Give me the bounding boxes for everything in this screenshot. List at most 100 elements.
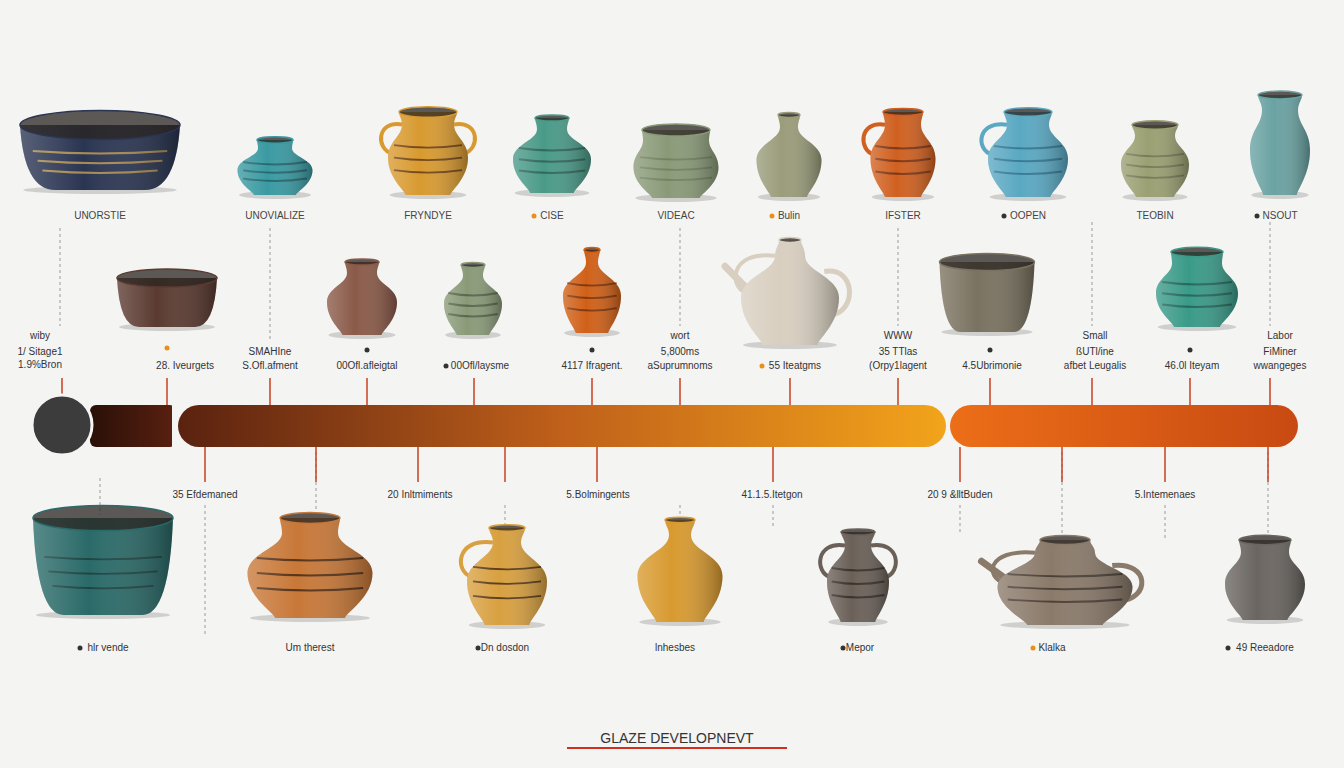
pot-rim (642, 124, 710, 136)
timeline-label: Mepor (846, 642, 874, 654)
pot-shading (238, 140, 313, 195)
pot-body (634, 130, 719, 198)
pot-rim (489, 525, 525, 531)
pot-body (1121, 125, 1189, 197)
timeline-label: UNORSTIE (74, 210, 126, 222)
pot-rim (1171, 247, 1223, 256)
pot-rim (940, 253, 1035, 270)
pot-shading (388, 112, 468, 195)
timeline-label: 20 Inltmiments (387, 489, 452, 501)
timeline-label: FRYNDYE (404, 210, 452, 222)
timeline-label: 00Ofl.afleigtal (336, 360, 397, 372)
pot-body (988, 112, 1068, 197)
pot-rim (778, 113, 800, 118)
leader-line (680, 505, 681, 515)
timeline-label: 28. Iveurgets (156, 360, 214, 372)
pot-rim (1004, 108, 1052, 117)
tick-mark (473, 378, 475, 405)
tick-mark (1269, 378, 1271, 405)
bullet-dot (1031, 646, 1036, 651)
pot-body (940, 262, 1035, 332)
timeline-label: UNOVIALIZE (245, 210, 304, 222)
timeline-label: aSuprumnoms (647, 360, 712, 372)
pot-body (1225, 540, 1305, 620)
timeline-label: 1.9%Bron (18, 359, 62, 371)
tick-mark (989, 378, 991, 405)
tick-mark (315, 447, 317, 482)
tick-mark (204, 447, 206, 482)
pot-rim (257, 137, 293, 143)
timeline-label: wiby (30, 330, 50, 342)
pot-body (1156, 252, 1238, 327)
tick-mark (959, 447, 961, 482)
pot-body (388, 112, 468, 195)
pot-body (33, 518, 173, 615)
timeline-label: CISE (540, 210, 563, 222)
pot-shading (871, 112, 936, 197)
pot-shading (638, 520, 723, 622)
pot-body (444, 265, 502, 335)
timeline-label: 41.1.5.Itetgon (741, 489, 802, 501)
timeline-label: 35 Efdemaned (172, 489, 237, 501)
pot-body (1250, 95, 1310, 195)
pot-body (871, 112, 936, 197)
bullet-dot (532, 214, 537, 219)
timeline-label: 20 9 &lltBuden (927, 489, 992, 501)
leader-line (773, 505, 774, 528)
pot-rim (883, 108, 923, 115)
pot-shading (327, 262, 397, 335)
timeline-label: wwangeges (1254, 360, 1307, 372)
timeline-label: (Orpy1lagent (869, 360, 927, 372)
bullet-dot (1188, 348, 1193, 353)
timeline-label: 5,800ms (661, 346, 699, 358)
bar-segment (178, 405, 946, 447)
pot-body (327, 262, 397, 335)
pot-rim (665, 517, 695, 522)
tick-mark (897, 378, 899, 405)
bar-gap (172, 403, 178, 449)
timeline-label: TEOBIN (1136, 210, 1173, 222)
tick-mark (1164, 447, 1166, 482)
pot-body (827, 532, 889, 622)
timeline-label: Labor (1267, 330, 1293, 342)
pot-shading (1121, 125, 1189, 197)
timeline-label: 5.Bolmingents (566, 489, 629, 501)
bullet-dot (590, 348, 595, 353)
timeline-label: 49 Reeadore (1236, 642, 1294, 654)
tick-mark (591, 378, 593, 405)
pot-body (238, 140, 313, 195)
pot-rim (584, 248, 600, 253)
pot-rim (280, 513, 340, 524)
pot-rim (841, 529, 875, 535)
bullet-dot (165, 346, 170, 351)
pot-shading (444, 265, 502, 335)
pot-shading (988, 112, 1068, 197)
pot-rim (399, 107, 457, 117)
timeline-label: lnhesbes (655, 642, 695, 654)
pot-shading (1250, 95, 1310, 195)
pot-rim (1040, 536, 1090, 545)
pot-shading (563, 250, 621, 333)
timeline-label: Klalka (1038, 642, 1065, 654)
tick-mark (269, 378, 271, 405)
leader-line (270, 228, 271, 340)
tick-mark (1189, 378, 1191, 405)
timeline-label: 4.5Ubrimonie (962, 360, 1021, 372)
tick-mark (772, 447, 774, 482)
timeline-label: 46.0l Iteyam (1165, 360, 1219, 372)
tick-mark (596, 447, 598, 482)
bullet-dot (770, 214, 775, 219)
leader-line (205, 505, 206, 635)
leader-line (1270, 222, 1271, 326)
tick-mark (166, 378, 168, 405)
timeline-label: Um therest (286, 642, 335, 654)
pot-rim (33, 505, 173, 530)
pot-rim (535, 115, 569, 121)
tick-mark (417, 447, 419, 482)
leader-line (505, 505, 506, 525)
pot-body (513, 118, 591, 193)
pot-shading (998, 540, 1133, 625)
timeline-label: VIDEAC (657, 210, 694, 222)
leader-line (898, 228, 899, 326)
bar-segment (90, 405, 176, 447)
